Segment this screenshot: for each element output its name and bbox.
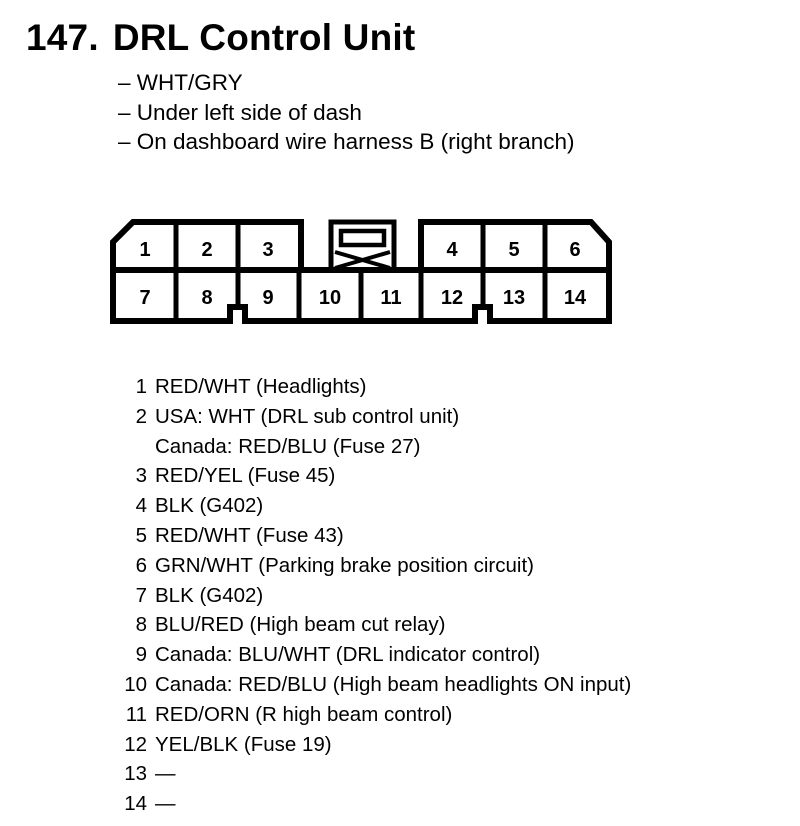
pin-label-3: 3 xyxy=(262,239,273,261)
pin-description: — xyxy=(155,762,176,786)
pin-description: BLK (G402) xyxy=(155,583,264,607)
connector-outline-left xyxy=(110,219,304,270)
pin-row: 4 BLK (G402) xyxy=(115,491,631,521)
pin-description: BLU/RED (High beam cut relay) xyxy=(155,613,446,637)
pin-label-2: 2 xyxy=(201,239,212,261)
pin-row: 6 GRN/WHT (Parking brake position circuit… xyxy=(115,551,631,581)
pin-row: 3 RED/YEL (Fuse 45) xyxy=(115,461,631,491)
pin-number: 5 xyxy=(135,523,147,547)
pin-description: RED/YEL (Fuse 45) xyxy=(155,464,336,488)
pin-description: RED/WHT (Headlights) xyxy=(155,375,367,398)
pin-number: 1 xyxy=(135,375,147,398)
pin-number: 2 xyxy=(135,404,147,428)
pin-label-8: 8 xyxy=(201,287,212,309)
pin-row: 13 — xyxy=(115,759,631,789)
connector-outline-right xyxy=(418,219,612,270)
pin-description: USA: WHT (DRL sub control unit) xyxy=(155,404,460,428)
pin-label-4: 4 xyxy=(446,239,458,261)
pin-number: 12 xyxy=(124,732,147,756)
pin-label-5: 5 xyxy=(508,239,519,261)
pin-label-14: 14 xyxy=(564,287,587,309)
pin-description: RED/ORN (R high beam control) xyxy=(155,702,453,726)
pin-description: RED/WHT (Fuse 43) xyxy=(155,523,344,547)
pin-row: 14 — xyxy=(115,789,631,819)
section-title: DRL Control Unit xyxy=(112,17,416,58)
pin-row: 11 RED/ORN (R high beam control) xyxy=(115,700,631,730)
pin-row: 12 YEL/BLK (Fuse 19) xyxy=(115,730,631,760)
pin-row: 5 RED/WHT (Fuse 43) xyxy=(115,521,631,551)
pin-label-10: 10 xyxy=(319,287,341,309)
pin-row: 9 Canada: BLU/WHT (DRL indicator control) xyxy=(115,640,631,670)
section-number: 147. xyxy=(26,17,99,58)
info-harness: – On dashboard wire harness B (right bra… xyxy=(118,129,575,154)
pin-row-continuation: Canada: RED/BLU (Fuse 27) xyxy=(115,432,631,462)
pin-label-6: 6 xyxy=(569,239,580,261)
pin-description: Canada: RED/BLU (High beam headlights ON… xyxy=(155,672,632,696)
pin-row: 7 BLK (G402) xyxy=(115,581,631,611)
pin-number: 11 xyxy=(125,702,147,726)
pin-description: Canada: RED/BLU (Fuse 27) xyxy=(155,434,421,458)
info-location: – Under left side of dash xyxy=(118,99,362,125)
pin-number: 3 xyxy=(135,464,147,488)
pin-number: 10 xyxy=(124,672,147,696)
pin-number: 8 xyxy=(135,613,147,637)
pin-number: 13 xyxy=(124,762,147,786)
pin-label-12: 12 xyxy=(441,287,463,309)
pin-row: 2 USA: WHT (DRL sub control unit) xyxy=(115,402,631,432)
locking-tab-icon xyxy=(328,219,397,270)
pin-label-9: 9 xyxy=(262,287,273,309)
connector-diagram: 1 2 3 4 5 6 7 8 9 10 11 12 13 14 xyxy=(110,219,612,324)
pin-label-1: 1 xyxy=(139,239,150,261)
pin-description: BLK (G402) xyxy=(155,494,264,518)
pin-description: GRN/WHT (Parking brake position circuit) xyxy=(155,553,534,577)
pin-number: 7 xyxy=(135,583,147,607)
pin-number: 4 xyxy=(135,494,147,518)
pin-row: 8 BLU/RED (High beam cut relay) xyxy=(115,610,631,640)
pin-label-11: 11 xyxy=(380,287,401,309)
pin-description: YEL/BLK (Fuse 19) xyxy=(155,732,332,756)
pin-description: Canada: BLU/WHT (DRL indicator control) xyxy=(155,643,541,667)
pin-row: 10 Canada: RED/BLU (High beam headlights … xyxy=(115,670,631,700)
pin-list: 1 RED/WHT (Headlights) 2 USA: WHT (DRL sub… xyxy=(115,372,631,819)
info-color: – WHT/GRY xyxy=(118,70,243,95)
pin-number: 6 xyxy=(135,553,147,577)
pin-label-7: 7 xyxy=(139,287,150,309)
pin-label-13: 13 xyxy=(503,287,525,309)
pin-number: 14 xyxy=(124,792,147,816)
connector-info: – WHT/GRY – Under left side of dash – On… xyxy=(118,68,574,157)
pin-number: 9 xyxy=(135,643,147,667)
pin-description: — xyxy=(155,792,176,816)
page-title: 147. DRL Control Unit xyxy=(26,14,415,62)
pin-row: 1 RED/WHT (Headlights) xyxy=(115,372,631,402)
